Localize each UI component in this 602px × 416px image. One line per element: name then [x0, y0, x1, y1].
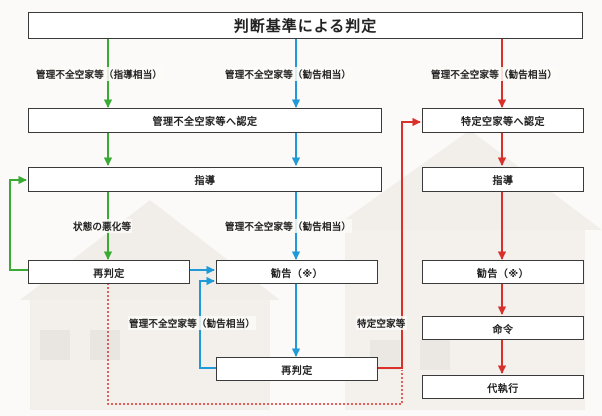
label-worsening: 状態の悪化等 [72, 219, 133, 233]
red-dotted-saihantei-to-tokutei [107, 283, 403, 405]
red-arrow-saihantei-to-tokutei-nintei [378, 117, 421, 369]
box-saihantei-left: 再判定 [28, 260, 190, 284]
label-blue-low: 管理不全空家等（勧告相当） [128, 316, 257, 330]
title-box-hantei: 判断基準による判定 [28, 12, 583, 39]
box-meirei: 命令 [422, 316, 584, 340]
label-green-top: 管理不全空家等（指導相当） [35, 67, 164, 81]
box-kankoku: 勧告（※） [216, 260, 378, 284]
box-daishikko: 代執行 [422, 375, 584, 399]
label-blue-top: 管理不全空家等（勧告相当） [224, 67, 353, 81]
label-blue-mid: 管理不全空家等（勧告相当） [224, 219, 353, 233]
box-saihantei-mid: 再判定 [216, 357, 378, 381]
box-tokutei-nintei: 特定空家等へ認定 [422, 108, 584, 133]
label-red-top: 管理不全空家等（勧告相当） [430, 67, 559, 81]
box-tokutei-shido: 指導 [422, 167, 584, 192]
green-loop-saihantei-to-shido [9, 175, 28, 271]
box-tokutei-kankoku: 勧告（※） [422, 260, 584, 284]
box-shido: 指導 [28, 167, 382, 192]
box-kanri-nintei: 管理不全空家等へ認定 [28, 108, 382, 133]
label-tokutei-arrow: 特定空家等 [356, 316, 407, 330]
